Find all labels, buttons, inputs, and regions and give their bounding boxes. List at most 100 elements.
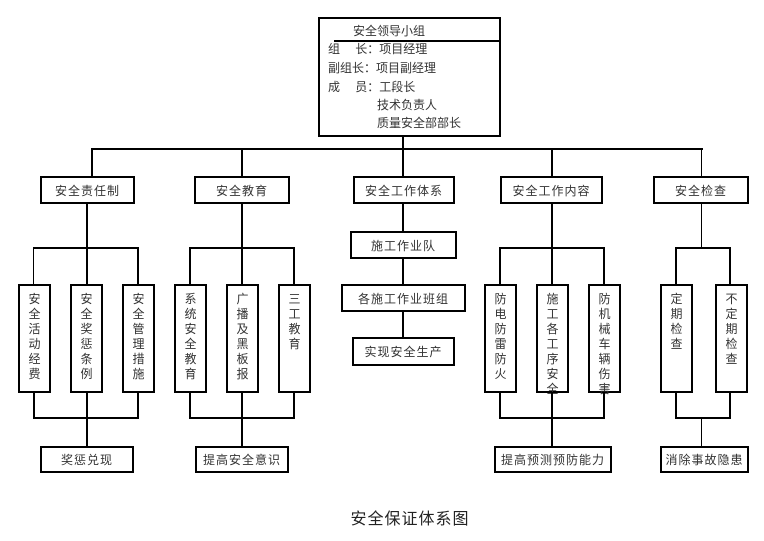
connector xyxy=(293,392,295,419)
connector xyxy=(402,258,404,285)
branch-label: 安全教育 xyxy=(215,183,268,198)
chain-box: 各施工作业班组 xyxy=(341,284,466,312)
item-box: 防机械车辆伤害 xyxy=(588,284,621,396)
result-label: 提高安全意识 xyxy=(202,453,281,467)
chain-label: 施工作业队 xyxy=(370,238,436,253)
connector xyxy=(241,247,243,285)
item-box: 三工教育 xyxy=(278,284,311,393)
connector xyxy=(551,417,553,447)
item-box: 防电防雷防火 xyxy=(484,284,517,393)
connector xyxy=(86,247,88,285)
item-box: 不定期检查 xyxy=(715,284,748,393)
branch-label: 安全工作内容 xyxy=(512,183,591,198)
connector xyxy=(402,148,404,177)
branch-label: 安全工作体系 xyxy=(364,183,443,198)
connector xyxy=(241,392,243,419)
branch-bar xyxy=(675,247,731,249)
item-label: 防电防雷防火 xyxy=(494,292,507,381)
connector xyxy=(701,148,702,177)
item-box: 安全奖惩条例 xyxy=(70,284,103,393)
connector xyxy=(675,247,677,285)
item-box: 安全管理措施 xyxy=(122,284,155,393)
item-label: 安全奖惩条例 xyxy=(80,292,93,381)
connector xyxy=(86,417,88,447)
connector xyxy=(675,392,677,419)
connector xyxy=(33,247,34,285)
row-label: 组 长： xyxy=(328,42,380,56)
item-label: 定期检查 xyxy=(670,292,683,351)
connector xyxy=(241,203,243,249)
branch-safety-education: 安全教育 xyxy=(194,176,290,204)
branch-safety-responsibility: 安全责任制 xyxy=(40,176,135,204)
leadership-row: 成 员：工段长 xyxy=(328,79,415,95)
leadership-row: 质量安全部部长 xyxy=(377,115,461,131)
item-label: 安全管理措施 xyxy=(132,292,145,381)
merge-bar xyxy=(675,417,731,419)
row-value: 项目经理 xyxy=(379,42,428,56)
connector xyxy=(729,392,731,419)
connector xyxy=(701,417,702,447)
result-label: 提高预测预防能力 xyxy=(500,453,605,467)
branch-safety-work-system: 安全工作体系 xyxy=(353,176,455,204)
item-label: 广播及黑板报 xyxy=(236,292,249,381)
connector xyxy=(499,247,501,285)
chain-box: 施工作业队 xyxy=(350,231,457,259)
result-label: 奖惩兑现 xyxy=(60,453,113,467)
leadership-row: 副组长：项目副经理 xyxy=(328,60,436,76)
connector xyxy=(551,392,553,419)
connector xyxy=(91,148,93,177)
row-label: 副组长： xyxy=(328,61,377,75)
connector xyxy=(293,247,295,285)
row-value: 工段长 xyxy=(379,80,416,94)
result-box: 奖惩兑现 xyxy=(40,446,134,473)
connector xyxy=(241,417,243,447)
item-box: 定期检查 xyxy=(660,284,693,393)
branch-safety-inspection: 安全检查 xyxy=(653,176,749,204)
row-value: 质量安全部部长 xyxy=(377,116,462,130)
item-label: 系统安全教育 xyxy=(184,292,197,381)
connector xyxy=(603,247,605,285)
connector xyxy=(33,392,35,419)
leadership-row: 组 长：项目经理 xyxy=(328,41,427,57)
chain-label: 各施工作业班组 xyxy=(357,291,449,306)
connector xyxy=(189,392,191,419)
branch-label: 安全检查 xyxy=(674,183,727,198)
leadership-box: 安全领导小组 组 长：项目经理 副组长：项目副经理 成 员：工段长 技术负责人 … xyxy=(318,17,501,137)
connector xyxy=(137,247,139,285)
connector xyxy=(86,203,88,249)
diagram-caption: 安全保证体系图 xyxy=(350,509,470,528)
item-box: 系统安全教育 xyxy=(174,284,207,393)
leadership-title: 安全领导小组 xyxy=(353,24,426,38)
connector xyxy=(402,311,404,338)
result-box: 提高安全意识 xyxy=(195,446,289,473)
connector xyxy=(551,148,553,177)
connector xyxy=(603,392,605,419)
item-label: 不定期检查 xyxy=(725,292,738,366)
leadership-row: 技术负责人 xyxy=(377,97,437,113)
connector xyxy=(402,203,404,232)
item-box: 安全活动经费 xyxy=(18,284,51,393)
connector xyxy=(86,392,88,419)
branch-safety-work-content: 安全工作内容 xyxy=(500,176,603,204)
connector xyxy=(551,203,553,249)
connector xyxy=(551,247,553,285)
connector xyxy=(729,247,731,285)
chain-box: 实现安全生产 xyxy=(352,337,455,366)
connector xyxy=(137,392,139,419)
title-divider xyxy=(334,40,499,42)
connector xyxy=(402,136,404,150)
item-box: 施工各工序安全 xyxy=(536,284,569,396)
branch-label: 安全责任制 xyxy=(54,183,120,198)
item-label: 防机械车辆伤害 xyxy=(598,292,611,396)
item-label: 三工教育 xyxy=(288,292,301,351)
result-box: 消除事故隐患 xyxy=(660,446,749,473)
item-box: 广播及黑板报 xyxy=(226,284,259,393)
result-label: 消除事故隐患 xyxy=(665,453,744,467)
chain-label: 实现安全生产 xyxy=(364,345,443,359)
item-label: 安全活动经费 xyxy=(28,292,41,381)
connector xyxy=(241,148,243,177)
connector xyxy=(499,392,501,419)
connector xyxy=(189,247,191,285)
main-bus xyxy=(91,148,703,150)
result-box: 提高预测预防能力 xyxy=(494,446,612,473)
